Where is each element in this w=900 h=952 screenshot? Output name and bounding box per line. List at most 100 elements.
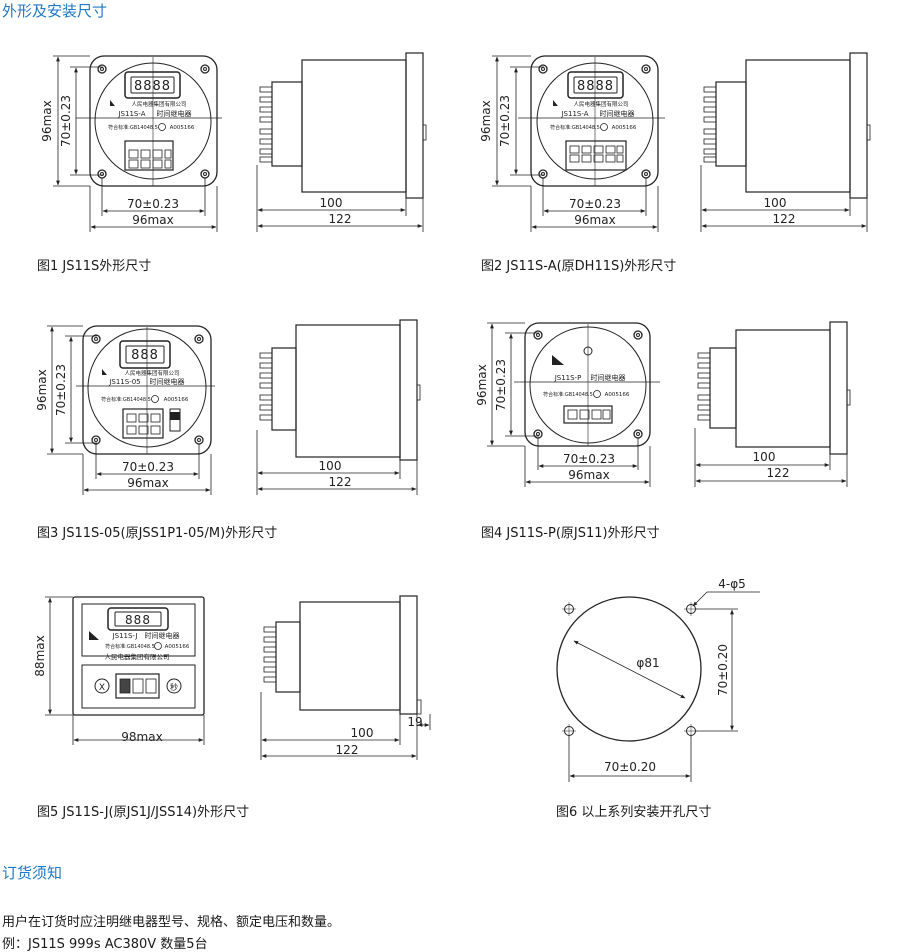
fig3-dimensions [47, 325, 212, 495]
fig6-diameter: φ81 [636, 656, 659, 670]
fig2-model: JS11S-A [560, 110, 588, 118]
fig3-height-outer: 96max [35, 369, 49, 410]
fig2-height-inner: 70±0.23 [498, 95, 512, 147]
fig2-type-word: 时间继电器 [600, 109, 635, 118]
figure-6: 4-φ5 φ81 70±0.20 70±0.20 [556, 577, 760, 782]
fig1-dimensions [53, 55, 218, 232]
fig2-width-outer: 96max [574, 213, 615, 227]
fig4-standard: 符合标准:GB14048.5 [543, 391, 593, 398]
fig4-height-outer: 96max [475, 364, 489, 405]
fig4-type-word: 时间继电器 [591, 373, 626, 382]
fig3-side-view [259, 319, 421, 461]
fig3-width-outer: 96max [127, 476, 168, 490]
figure-5: 888 JS11S-J 时间继电器 符合标准:GB14048.5 A005166… [33, 595, 431, 760]
fig4-front-view: JS11S-P 时间继电器 符合标准:GB14048.5 A005166 [514, 322, 660, 447]
fig1-front-view: 8888 人民电器集团有限公司 JS11S-A 时间继电器 符合标准:GB140… [76, 55, 222, 187]
fig3-cert: A005166 [164, 397, 189, 403]
fig1-height-inner: 70±0.23 [59, 95, 73, 147]
fig4-cert: A005166 [605, 392, 630, 398]
fig4-model: JS11S-P [554, 374, 582, 382]
fig3-company: 人民电器集团有限公司 [124, 369, 179, 377]
fig5-depth-body: 100 [351, 726, 374, 740]
fig1-company: 人民电器集团有限公司 [131, 100, 186, 108]
fig1-type-word: 时间继电器 [157, 109, 192, 118]
fig5-caption: 图5 JS11S-J(原JS1J/JSS14)外形尺寸 [37, 805, 250, 820]
fig2-logo-icon [553, 100, 558, 106]
fig2-width-inner: 70±0.23 [569, 197, 621, 211]
fig1-caption: 图1 JS11S外形尺寸 [37, 259, 152, 274]
fig1-depth-total: 122 [329, 212, 352, 226]
fig3-caption: 图3 JS11S-05(原JSS1P1-05/M)外形尺寸 [37, 526, 278, 541]
fig6-cutout [556, 596, 702, 742]
fig6-holes [562, 602, 698, 738]
fig2-company: 人民电器集团有限公司 [573, 100, 628, 108]
ordering-instruction: 用户在订货时应注明继电器型号、规格、额定电压和数量。 [2, 915, 341, 930]
fig3-height-inner: 70±0.23 [54, 364, 68, 416]
fig2-depth-body: 100 [764, 196, 787, 210]
fig4-caption: 图4 JS11S-P(原JS11)外形尺寸 [481, 526, 660, 541]
figure-4: JS11S-P 时间继电器 符合标准:GB14048.5 A005166 96m… [475, 321, 851, 487]
fig5-model: JS11S-J [112, 632, 138, 640]
fig6-caption: 图6 以上系列安装开孔尺寸 [556, 805, 712, 820]
fig5-width-outer: 98max [121, 730, 162, 744]
fig2-side-view [703, 52, 871, 199]
fig4-logo-icon [552, 355, 564, 365]
fig5-front-view: 888 JS11S-J 时间继电器 符合标准:GB14048.5 A005166… [72, 596, 205, 716]
figure-2: 8888 人民电器集团有限公司 JS11S-A 时间继电器 符合标准:GB140… [479, 52, 871, 232]
fig4-height-inner: 70±0.23 [494, 359, 508, 411]
fig5-logo-icon [89, 631, 99, 640]
fig3-standard: 符合标准:GB14048.5 [101, 396, 151, 403]
fig5-side-dimensions [260, 692, 431, 760]
fig5-left-knob: X [99, 683, 105, 693]
fig6-dimensions [568, 591, 760, 782]
fig2-display: 8888 [577, 79, 614, 94]
fig1-height-outer: 96max [40, 100, 54, 141]
fig4-dimensions [487, 322, 651, 487]
fig2-standard: 符合标准:GB14048.5 [550, 124, 600, 131]
fig2-dimensions [492, 55, 659, 232]
fig5-cert: A005166 [165, 644, 190, 650]
ordering-example: 例：JS11S 999s AC380V 数量5台 [2, 937, 208, 952]
fig5-side-view [263, 595, 422, 715]
fig1-width-inner: 70±0.23 [127, 197, 179, 211]
fig4-width-inner: 70±0.23 [563, 452, 615, 466]
fig3-model: JS11S-05 [108, 378, 140, 386]
fig1-display: 8888 [134, 79, 171, 94]
fig3-side-dimensions [256, 430, 418, 495]
fig2-front-view: 8888 人民电器集团有限公司 JS11S-A 时间继电器 符合标准:GB140… [518, 55, 665, 187]
fig5-dimensions [45, 596, 205, 745]
section-title-dimensions: 外形及安装尺寸 [2, 2, 108, 20]
fig2-side-dimensions [700, 165, 868, 232]
fig4-width-outer: 96max [568, 468, 609, 482]
fig3-logo-icon [102, 369, 107, 375]
fig4-depth-body: 100 [753, 450, 776, 464]
fig3-display: 888 [131, 348, 159, 363]
fig5-right-knob: 秒 [170, 682, 178, 692]
fig6-spacing-v: 70±0.20 [716, 644, 730, 696]
section-title-ordering: 订货须知 [2, 864, 63, 882]
fig3-front-view: 888 人民电器集团有限公司 JS11S-05 时间继电器 符合标准:GB140… [76, 325, 215, 455]
fig5-standard: 符合标准:GB14048.5 [105, 643, 155, 650]
figure-3: 888 人民电器集团有限公司 JS11S-05 时间继电器 符合标准:GB140… [35, 319, 421, 495]
fig1-standard: 符合标准:GB14048.5 [108, 124, 158, 131]
fig1-logo-icon [110, 100, 115, 106]
fig5-terminal: 19 [407, 715, 422, 729]
fig4-side-view [697, 321, 851, 455]
fig1-side-dimensions [256, 165, 424, 232]
fig2-height-outer: 96max [479, 100, 493, 141]
fig5-display: 888 [125, 613, 151, 627]
fig4-depth-total: 122 [767, 466, 790, 480]
fig4-side-dimensions [694, 428, 848, 487]
fig1-depth-body: 100 [320, 196, 343, 210]
fig5-type-word: 时间继电器 [145, 631, 180, 640]
fig5-height-outer: 88max [33, 635, 47, 676]
fig2-caption: 图2 JS11S-A(原DH11S)外形尺寸 [481, 259, 677, 274]
fig1-cert: A005166 [170, 125, 195, 131]
fig3-width-inner: 70±0.23 [122, 460, 174, 474]
fig1-width-outer: 96max [132, 213, 173, 227]
fig3-type-word: 时间继电器 [150, 377, 185, 386]
fig3-depth-total: 122 [329, 475, 352, 489]
figure-1: 8888 人民电器集团有限公司 JS11S-A 时间继电器 符合标准:GB140… [40, 52, 427, 232]
fig1-model: JS11S-A [117, 110, 145, 118]
